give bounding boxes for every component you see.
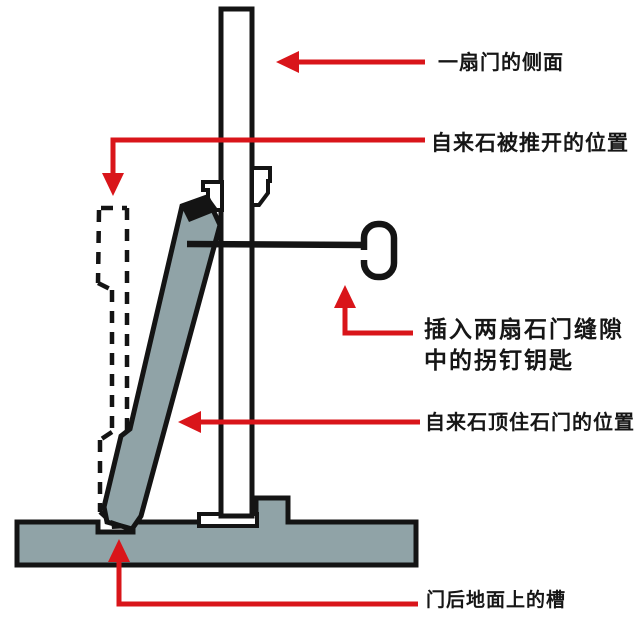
ground-base xyxy=(14,495,419,568)
label-key-line1: 插入两扇石门缝隙 xyxy=(424,316,624,342)
annotation-arrows xyxy=(102,51,425,607)
stone-top-face xyxy=(181,197,214,222)
arrow-pushed-open-line xyxy=(110,137,425,174)
arrow-key-head xyxy=(334,285,356,308)
stone-bottom-face xyxy=(111,520,134,529)
label-key-line2: 中的拐钉钥匙 xyxy=(424,347,574,373)
arrow-groove-line xyxy=(116,561,418,607)
door-panel xyxy=(218,6,255,519)
key-handle-loop xyxy=(360,220,398,281)
arrow-propping-head xyxy=(178,411,201,433)
label-stone-propping: 自来石顶住石门的位置 xyxy=(425,412,635,434)
key xyxy=(186,220,398,281)
arrow-groove-head xyxy=(108,539,130,562)
stone-dashed-outline xyxy=(95,205,130,526)
arrow-pushed-open-head xyxy=(102,173,124,196)
key-rod xyxy=(186,240,368,249)
label-key: 插入两扇石门缝隙 中的拐钉钥匙 xyxy=(424,314,624,376)
label-stone-pushed-open: 自来石被推开的位置 xyxy=(431,132,629,155)
arrow-key-line xyxy=(342,307,413,336)
label-door-side: 一扇门的侧面 xyxy=(438,52,564,74)
arrow-door-side-head xyxy=(276,51,299,73)
label-floor-groove: 门后地面上的槽 xyxy=(426,590,567,611)
door-molding-right xyxy=(250,166,272,207)
key-handle-gap xyxy=(359,250,368,260)
